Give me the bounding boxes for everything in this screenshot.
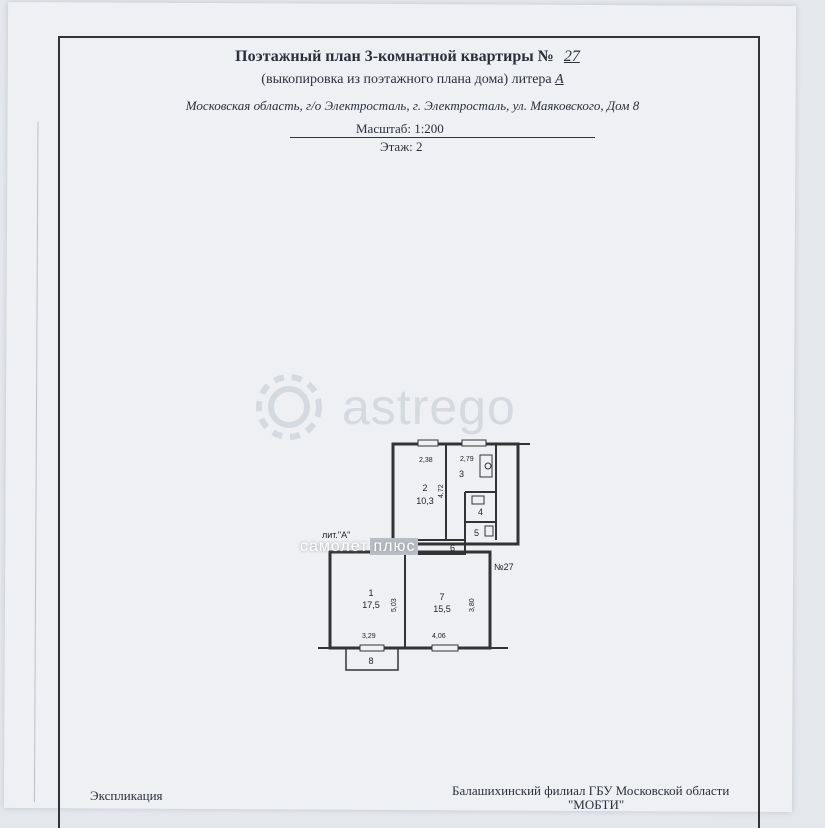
explication-label: Экспликация <box>90 788 163 803</box>
upper-block-wall <box>391 442 520 546</box>
lower-block-wall <box>328 550 492 650</box>
title-prefix: Поэтажный план 3-комнатной квартиры № <box>235 48 554 65</box>
floor-label: Этаж: 2 <box>380 139 423 154</box>
window-mark <box>431 644 459 652</box>
astrego-watermark: astrego <box>248 366 516 448</box>
document-title: Поэтажный план 3-комнатной квартиры № 27 <box>0 48 825 66</box>
apartment-label: №27 <box>494 562 514 572</box>
window-mark <box>359 644 385 652</box>
room-5-number: 5 <box>474 528 479 538</box>
document-subtitle: (выкопировка из поэтажного плана дома) л… <box>0 72 825 88</box>
scale-label: Масштаб: 1:200 <box>356 121 444 136</box>
address: Московская область, г/о Электросталь, г.… <box>185 98 640 113</box>
room-6-number: 6 <box>450 543 455 553</box>
floor-plan: лит."А" №27 2 10,3 3 4 5 6 1 17,5 7 15,5… <box>318 439 530 671</box>
org-name-line1: Балашихинский филиал ГБУ Московской обла… <box>452 783 730 798</box>
gear-logo-icon <box>256 374 322 440</box>
org-name-line2: "МОБТИ" <box>568 797 625 812</box>
watermark-text: astrego <box>342 379 516 435</box>
room-2-area: 10,3 <box>416 496 434 506</box>
room7-width-dim: 4,06 <box>432 633 446 640</box>
room-4-number: 4 <box>478 507 483 517</box>
stove-fixture <box>479 454 493 478</box>
window-mark <box>417 439 439 447</box>
room3-width-dim: 2,79 <box>460 456 474 463</box>
room-1-number: 1 <box>368 588 373 598</box>
samolet-box-text: плюс <box>370 538 419 555</box>
room1-width-dim: 3,29 <box>362 633 376 640</box>
divider-line <box>290 137 595 138</box>
apartment-number: 27 <box>563 48 580 65</box>
room7-length-dim: 3,80 <box>469 598 476 612</box>
room1-length-dim: 5,03 <box>391 598 398 612</box>
drawing-frame <box>58 36 760 828</box>
room-8-number: 8 <box>368 656 373 666</box>
building-label: лит."А" <box>322 530 350 540</box>
room2-length-dim: 4,72 <box>438 484 445 498</box>
subtitle-prefix: (выкопировка из поэтажного плана дома) л… <box>261 72 552 87</box>
stove-fixture <box>484 462 492 470</box>
room-7-number: 7 <box>439 592 444 602</box>
room-7-area: 15,5 <box>433 604 451 614</box>
room-1-area: 17,5 <box>362 600 380 610</box>
samolet-text: самолет <box>300 538 369 555</box>
sink-fixture <box>471 495 485 505</box>
room2-width-dim: 2,38 <box>419 457 433 464</box>
room-2-number: 2 <box>422 483 427 493</box>
litera: А <box>555 72 564 87</box>
window-mark <box>461 439 487 447</box>
toilet-fixture <box>484 525 494 537</box>
room-3-number: 3 <box>459 469 464 479</box>
